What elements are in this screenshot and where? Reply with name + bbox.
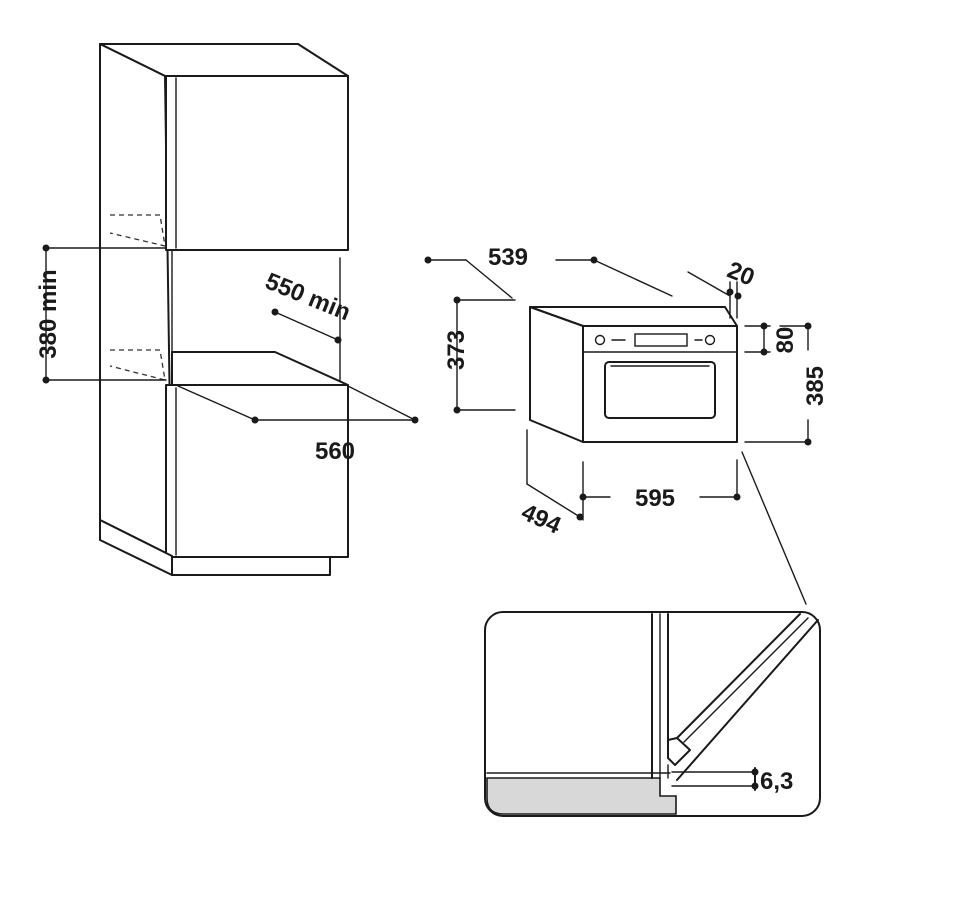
cabinet-plinth-front — [171, 556, 331, 576]
cabinet-lower-door — [165, 384, 349, 558]
detail-cabinet-base — [486, 777, 677, 815]
dim-niche-height: 380 min — [35, 244, 167, 384]
control-knob-left-icon — [594, 334, 606, 346]
label-front-overhang: 20 — [723, 257, 758, 292]
label-front-height: 385 — [802, 366, 829, 406]
label-body-depth: 494 — [517, 499, 565, 540]
detail-hinge — [667, 737, 691, 766]
label-niche-height: 380 min — [35, 269, 62, 358]
dim-niche-width: 560 — [177, 385, 419, 465]
control-knob-right-icon — [704, 334, 716, 346]
label-gap-detail: 6,3 — [760, 768, 793, 795]
detail-leader-line — [741, 451, 807, 605]
dim-front-width: 595 — [579, 459, 741, 521]
cabinet-side-panel — [99, 43, 173, 557]
oven-side — [529, 306, 584, 443]
oven-door-window — [604, 361, 716, 419]
cabinet-upper-door — [165, 75, 349, 251]
lower-shelf-support — [109, 349, 166, 381]
tall-cabinet — [99, 43, 349, 576]
upper-shelf-support — [109, 214, 166, 247]
label-panel-height: 80 — [772, 327, 799, 354]
label-niche-width: 560 — [315, 438, 355, 465]
dim-body-depth: 494 — [517, 429, 584, 540]
niche-floor — [171, 351, 349, 386]
dim-oven-depth: 539 — [424, 244, 673, 299]
oven-unit — [529, 306, 738, 443]
dim-body-height: 373 — [443, 296, 516, 414]
display-panel — [634, 333, 688, 347]
dim-panel-height: 80 — [744, 322, 799, 356]
label-body-height: 373 — [443, 330, 470, 370]
label-front-width: 595 — [635, 485, 675, 512]
label-oven-depth: 539 — [488, 244, 528, 271]
detail-inset: 6,3 — [484, 611, 821, 817]
dim-front-height: 385 — [744, 322, 829, 446]
